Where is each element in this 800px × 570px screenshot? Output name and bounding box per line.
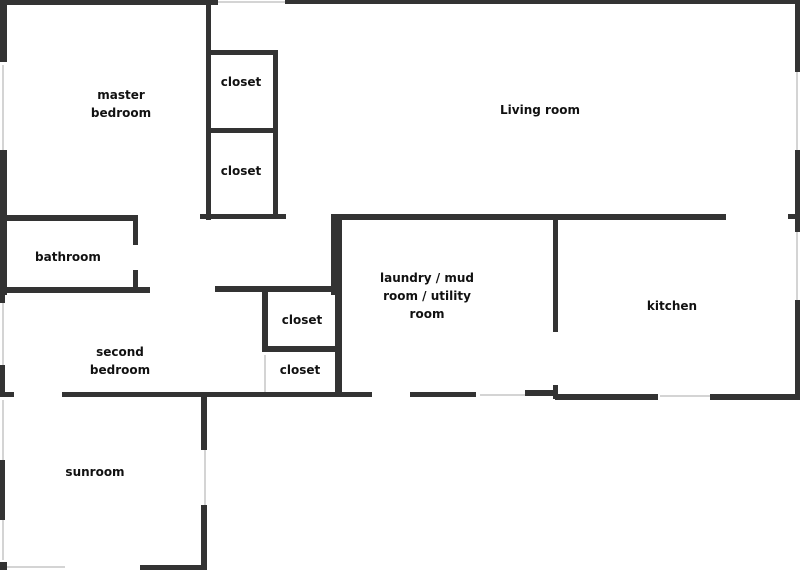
second-bedroom-line-2: bedroom	[89, 363, 151, 377]
wall-sunroom-right	[201, 505, 207, 570]
laundry-label: laundry / mud room / utility room	[367, 269, 487, 323]
wall-laundry-bottom-right	[525, 390, 558, 396]
wall-left-mid	[0, 150, 7, 230]
wall-sc-divider	[262, 346, 337, 352]
closet-3-text: closet	[281, 313, 323, 327]
wall-hall-mid	[215, 286, 335, 292]
wall-left-upper	[0, 0, 7, 62]
wall-laundry-right	[553, 214, 558, 332]
wall-kitchen-left-lower	[553, 385, 558, 399]
master-bedroom-label: master bedroom	[80, 86, 162, 122]
wall-sunroom-bottom-left	[0, 562, 7, 570]
laundry-line-2: room / utility	[383, 289, 471, 303]
wall-second-bottom	[62, 392, 372, 397]
wall-sc-left	[262, 286, 268, 351]
wall-top-left	[0, 0, 218, 5]
master-bedroom-line-1: master	[97, 88, 145, 102]
living-room-label: Living room	[480, 101, 600, 119]
wall-laundry-bottom	[410, 392, 476, 397]
closet-2-text: closet	[220, 164, 262, 178]
laundry-line-1: laundry / mud	[379, 271, 474, 285]
closet-2-label: closet	[212, 162, 270, 180]
wall-right-lower	[795, 300, 800, 400]
living-room-text: Living room	[500, 103, 580, 117]
wall-laundry-left-upper	[331, 215, 337, 295]
wall-sunroom-divider	[201, 395, 207, 450]
wall-closet-top	[206, 50, 278, 55]
wall-closet-bottom	[200, 214, 286, 219]
wall-closet-divider	[206, 128, 278, 133]
wall-kitchen-bottom-right	[710, 394, 800, 400]
kitchen-label: kitchen	[632, 297, 712, 315]
closet-4-label: closet	[270, 361, 330, 379]
second-bedroom-label: second bedroom	[80, 343, 160, 379]
wall-bath-right-lower	[133, 270, 138, 292]
wall-second-left-lower	[0, 365, 5, 395]
wall-right-mid	[795, 150, 800, 232]
sunroom-label: sunroom	[55, 463, 135, 481]
wall-closet-right	[273, 50, 278, 218]
wall-second-left	[0, 295, 5, 303]
wall-laundry-left	[335, 215, 342, 395]
wall-top-right	[285, 0, 800, 4]
master-bedroom-line-2: bedroom	[90, 106, 152, 120]
wall-sunroom-left-lower	[0, 460, 5, 520]
closet-3-label: closet	[272, 311, 332, 329]
sunroom-text: sunroom	[65, 465, 125, 479]
wall-bath-right	[133, 215, 138, 245]
wall-bath-bottom	[0, 287, 150, 293]
closet-4-text: closet	[279, 363, 321, 377]
second-bedroom-line-1: second	[96, 345, 144, 359]
wall-master-right	[206, 0, 211, 220]
closet-1-label: closet	[212, 73, 270, 91]
kitchen-text: kitchen	[646, 299, 698, 313]
wall-right-upper	[795, 0, 800, 72]
laundry-line-3: room	[409, 307, 445, 321]
wall-sunroom-bottom	[140, 565, 207, 570]
wall-bath-top	[0, 215, 138, 221]
wall-second-bottom-left	[0, 392, 14, 397]
bathroom-text: bathroom	[35, 250, 101, 264]
wall-bath-left	[0, 215, 7, 295]
wall-kitchen-right-stub	[788, 214, 800, 219]
closet-1-text: closet	[220, 75, 262, 89]
bathroom-label: bathroom	[28, 248, 108, 266]
wall-laundry-top	[331, 214, 726, 220]
wall-kitchen-bottom	[555, 394, 658, 400]
